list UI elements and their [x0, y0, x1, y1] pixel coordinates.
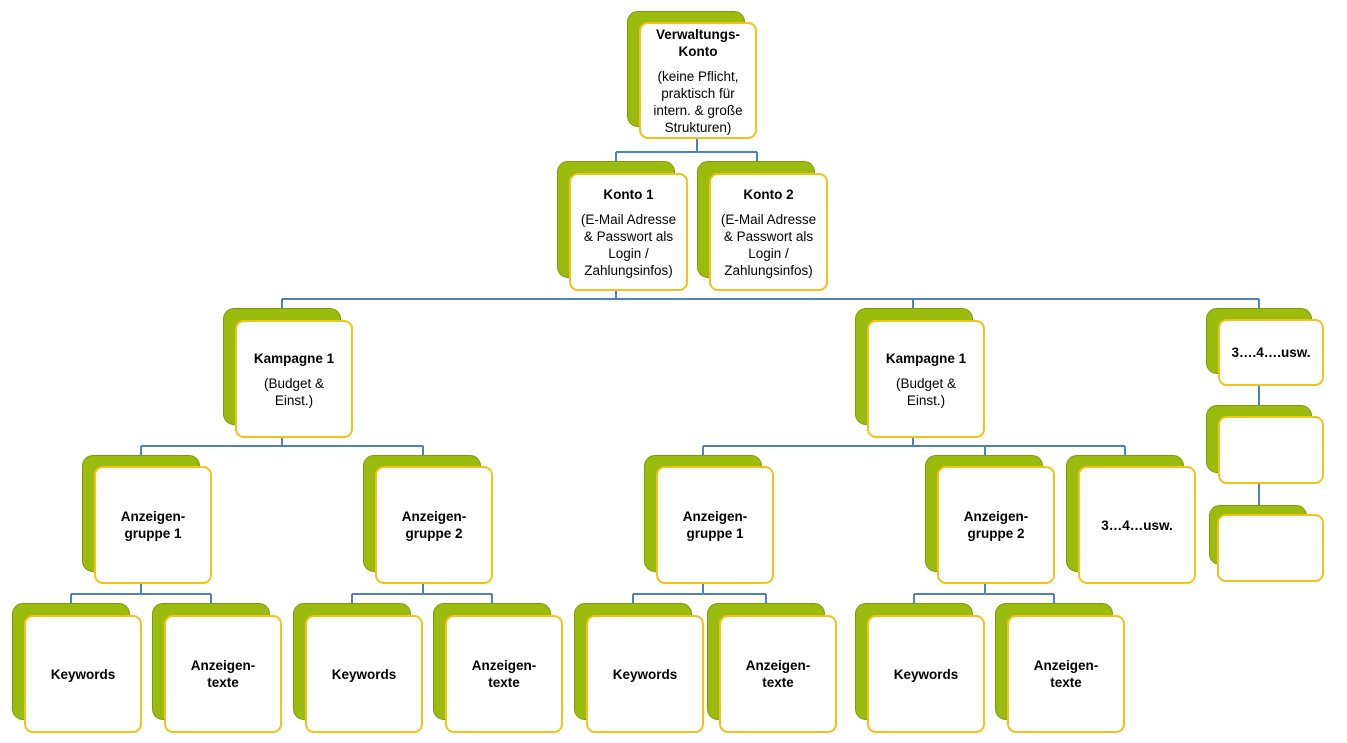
node-card: Anzeigen- texte [445, 615, 563, 733]
node-title: Keywords [893, 666, 959, 682]
node-title: Anzeigen- texte [1033, 658, 1099, 690]
node-card [1217, 514, 1324, 582]
node-subtitle: (keine Pflicht, praktisch für intern. & … [653, 68, 743, 135]
node-title: 3….4….usw. [1231, 345, 1311, 360]
node-card: Anzeigen- gruppe 1 [94, 466, 212, 584]
node-card: Anzeigen- texte [1007, 615, 1125, 733]
node-keywords-a2: Keywords [293, 603, 423, 733]
node-card: 3…4…usw. [1078, 466, 1196, 584]
node-subtitle: (Budget & Einst.) [263, 375, 325, 408]
node-card: Keywords [867, 615, 985, 733]
node-title: Anzeigen- texte [745, 658, 811, 690]
node-card: Keywords [586, 615, 704, 733]
node-card [1218, 416, 1324, 484]
node-title: Konto 1 [603, 186, 654, 202]
node-keywords-b2: Keywords [855, 603, 985, 733]
node-card: Kampagne 1 (Budget & Einst.) [867, 320, 985, 438]
node-title: Anzeigen- gruppe 1 [120, 509, 186, 541]
node-card: Konto 1 (E-Mail Adresse & Passwort als L… [569, 173, 688, 291]
node-konto-1: Konto 1 (E-Mail Adresse & Passwort als L… [557, 161, 688, 291]
node-title: Kampagne 1 [253, 350, 335, 366]
node-subtitle: (E-Mail Adresse & Passwort als Login / Z… [580, 211, 677, 278]
node-card: Anzeigen- gruppe 2 [937, 466, 1055, 584]
node-anzeigentexte-a1: Anzeigen- texte [152, 603, 282, 733]
node-subtitle: (Budget & Einst.) [895, 375, 957, 408]
node-title: Keywords [331, 666, 397, 682]
node-title: Anzeigen- texte [190, 658, 256, 690]
node-card: Anzeigen- texte [164, 615, 282, 733]
node-kampagne-more: 3….4….usw. [1206, 308, 1324, 386]
node-title: Verwaltungs- Konto [655, 26, 741, 59]
node-anzeigengruppe-a2: Anzeigen- gruppe 2 [363, 455, 493, 584]
node-anzeigengruppe-more: 3…4…usw. [1066, 455, 1196, 584]
node-verwaltungskonto: Verwaltungs- Konto (keine Pflicht, prakt… [627, 11, 757, 139]
node-card: Anzeigen- gruppe 1 [656, 466, 774, 584]
node-anzeigengruppe-b1: Anzeigen- gruppe 1 [644, 455, 774, 584]
node-title: Keywords [50, 666, 116, 682]
node-kampagne-a: Kampagne 1 (Budget & Einst.) [223, 308, 353, 438]
node-card: Anzeigen- gruppe 2 [375, 466, 493, 584]
node-subtitle: (E-Mail Adresse & Passwort als Login / Z… [720, 211, 817, 278]
node-anzeigentexte-b1: Anzeigen- texte [707, 603, 837, 733]
node-card: Konto 2 (E-Mail Adresse & Passwort als L… [709, 173, 828, 291]
node-card: 3….4….usw. [1218, 319, 1324, 386]
node-title: Kampagne 1 [885, 350, 967, 366]
node-card: Anzeigen- texte [719, 615, 837, 733]
node-title: 3…4…usw. [1101, 517, 1173, 533]
node-card: Keywords [24, 615, 142, 733]
node-konto-2: Konto 2 (E-Mail Adresse & Passwort als L… [697, 161, 828, 291]
node-card: Keywords [305, 615, 423, 733]
node-title: Anzeigen- gruppe 2 [401, 509, 467, 541]
node-card: Kampagne 1 (Budget & Einst.) [235, 320, 353, 438]
node-blank-2 [1209, 505, 1324, 582]
node-title: Anzeigen- gruppe 1 [682, 509, 748, 541]
node-anzeigentexte-b2: Anzeigen- texte [995, 603, 1125, 733]
node-blank-1 [1206, 405, 1324, 484]
node-anzeigengruppe-b2: Anzeigen- gruppe 2 [925, 455, 1055, 584]
node-kampagne-b: Kampagne 1 (Budget & Einst.) [855, 308, 985, 438]
node-title: Konto 2 [743, 186, 794, 202]
node-anzeigentexte-a2: Anzeigen- texte [433, 603, 563, 733]
node-keywords-b1: Keywords [574, 603, 704, 733]
node-title: Anzeigen- gruppe 2 [963, 509, 1029, 541]
node-title: Keywords [612, 666, 678, 682]
node-anzeigengruppe-a1: Anzeigen- gruppe 1 [82, 455, 212, 584]
node-card: Verwaltungs- Konto (keine Pflicht, prakt… [639, 22, 757, 139]
node-keywords-a1: Keywords [12, 603, 142, 733]
node-title: Anzeigen- texte [471, 658, 537, 690]
